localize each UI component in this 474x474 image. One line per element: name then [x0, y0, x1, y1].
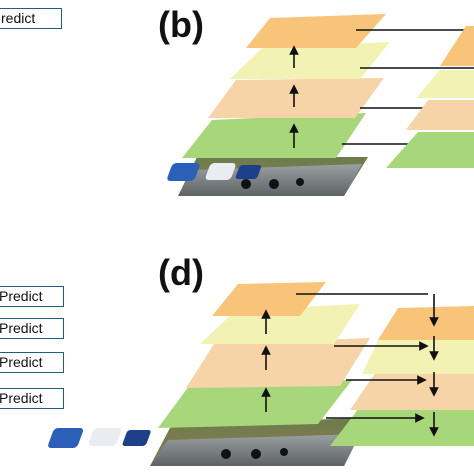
- layer-peach-b: [208, 78, 384, 118]
- layer-right-yellow-d: [362, 334, 474, 374]
- predict-label: redict: [1, 10, 36, 26]
- predict-label: Predict: [0, 288, 43, 304]
- layer-right-green-b: [386, 132, 474, 168]
- layer-yellow-b: [230, 42, 390, 79]
- predict-box-4: Predict: [0, 388, 64, 409]
- layer-right-orange-b: [440, 26, 474, 66]
- layer-right-peach-d: [350, 370, 474, 410]
- panel-label-b: (b): [158, 4, 204, 45]
- layer-green-d: [158, 380, 352, 428]
- panel-label-d: (d): [158, 252, 204, 293]
- layer-orange-b: [246, 14, 386, 48]
- lateral-arrows-d: [296, 293, 429, 423]
- input-image-d: [48, 418, 368, 466]
- predict-box-1: Predict: [0, 286, 64, 307]
- input-image-b: [167, 157, 368, 196]
- predict-label: Predict: [0, 390, 43, 406]
- layer-peach-d: [186, 338, 370, 388]
- predict-box-3: Predict: [0, 352, 64, 373]
- layer-right-peach-b: [406, 100, 474, 130]
- layer-green-b: [182, 113, 366, 158]
- layer-orange-d: [212, 282, 326, 316]
- layer-right-orange-d: [378, 306, 474, 340]
- predict-box-top: redict: [0, 8, 62, 29]
- predict-label: Predict: [0, 354, 43, 370]
- layer-right-yellow-b: [416, 70, 474, 98]
- predict-box-2: Predict: [0, 318, 64, 339]
- layer-right-green-d: [330, 404, 474, 446]
- predict-label: Predict: [0, 320, 43, 336]
